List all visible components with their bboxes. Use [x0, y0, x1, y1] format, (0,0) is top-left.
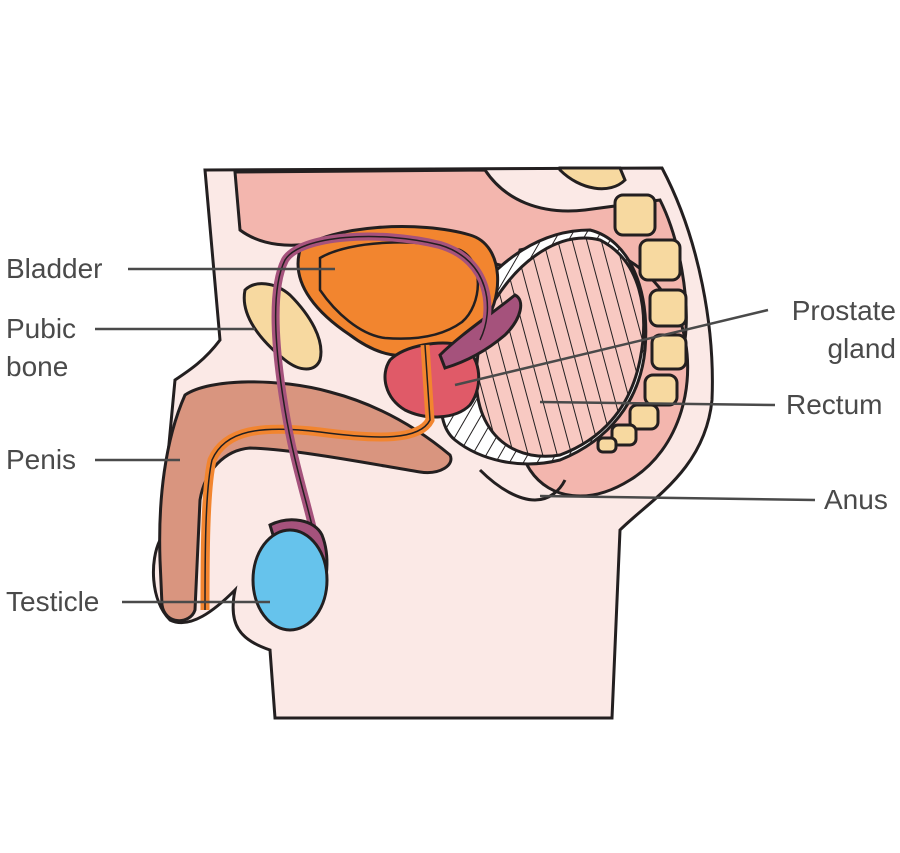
- bladder-inner-lining: [318, 241, 480, 340]
- vas-deferens-outline: [274, 235, 489, 561]
- prostate-gland-label: Prostate gland: [792, 292, 896, 368]
- pubic-bone-label-line1: Pubic: [6, 313, 77, 344]
- prostate-gland-label-line2: gland: [827, 333, 896, 364]
- pubic-bone-label-line2: bone: [6, 351, 69, 382]
- urethra-outline: [204, 344, 431, 611]
- rectum-leader: [539, 400, 776, 407]
- anus-region: [478, 468, 567, 502]
- prostate-leader: [454, 308, 769, 387]
- penis-label: Penis: [6, 444, 77, 475]
- bladder-label: Bladder: [6, 253, 103, 284]
- testicle-label: Testicle: [6, 586, 100, 617]
- testicle: [251, 528, 329, 632]
- leader-lines: [95, 267, 816, 604]
- spine: [558, 166, 688, 454]
- pubic-bone-label: Pubic bone: [6, 310, 76, 386]
- anus-label: Anus: [824, 484, 888, 515]
- prostate-gland-label-line1: Prostate: [791, 295, 896, 326]
- rectum-label: Rectum: [786, 389, 883, 420]
- anus-leader: [539, 494, 816, 502]
